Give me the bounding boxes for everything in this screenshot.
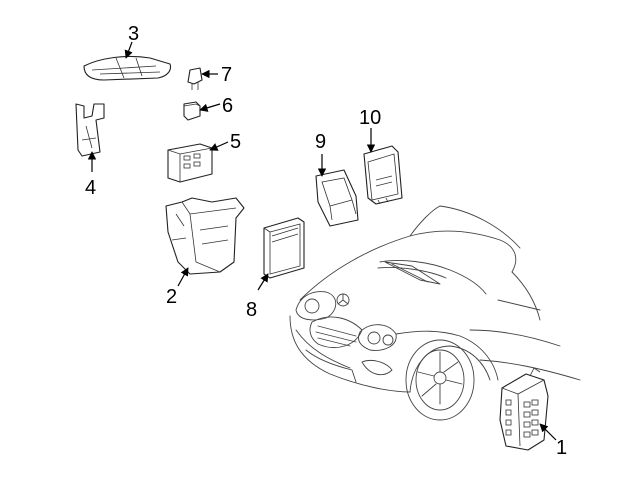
callout-7-label: 7 [221, 64, 232, 86]
part-9-module [315, 169, 359, 227]
callout-10-label: 10 [359, 107, 381, 129]
callout-9-label: 9 [315, 131, 326, 153]
callout-2: 2 [166, 267, 189, 308]
callout-1: 1 [539, 423, 567, 459]
callout-5-label: 5 [230, 131, 241, 153]
callout-8-leader [257, 273, 269, 291]
callout-6-label: 6 [222, 95, 233, 117]
part-3-cover [83, 55, 172, 81]
vehicle-front-illustration [289, 205, 581, 421]
part-4-bracket [75, 103, 105, 157]
callout-7: 7 [201, 64, 232, 86]
callout-1-label: 1 [556, 437, 567, 459]
callout-4: 4 [85, 151, 97, 199]
callout-6-leader [199, 103, 221, 112]
callout-3-label: 3 [128, 23, 139, 45]
callout-5: 5 [209, 131, 241, 153]
part-8-ecu [263, 217, 305, 279]
part-2-housing [165, 197, 245, 275]
callout-4-label: 4 [85, 177, 96, 199]
callout-3-leader [124, 41, 133, 59]
part-7-relay [187, 67, 203, 90]
callout-9: 9 [315, 131, 327, 177]
callout-2-leader [177, 267, 189, 287]
callout-8-label: 8 [246, 299, 257, 321]
callout-2-label: 2 [166, 286, 177, 308]
part-6-relay [183, 101, 201, 121]
callout-3: 3 [124, 23, 139, 59]
callout-6: 6 [199, 95, 233, 117]
part-1-fuse-block [499, 367, 549, 451]
callout-8: 8 [246, 273, 269, 321]
callout-10: 10 [359, 107, 381, 153]
part-5-module [167, 143, 213, 183]
callout-1-leader [539, 423, 557, 441]
part-10-module [363, 145, 403, 205]
callout-5-leader [209, 141, 229, 151]
